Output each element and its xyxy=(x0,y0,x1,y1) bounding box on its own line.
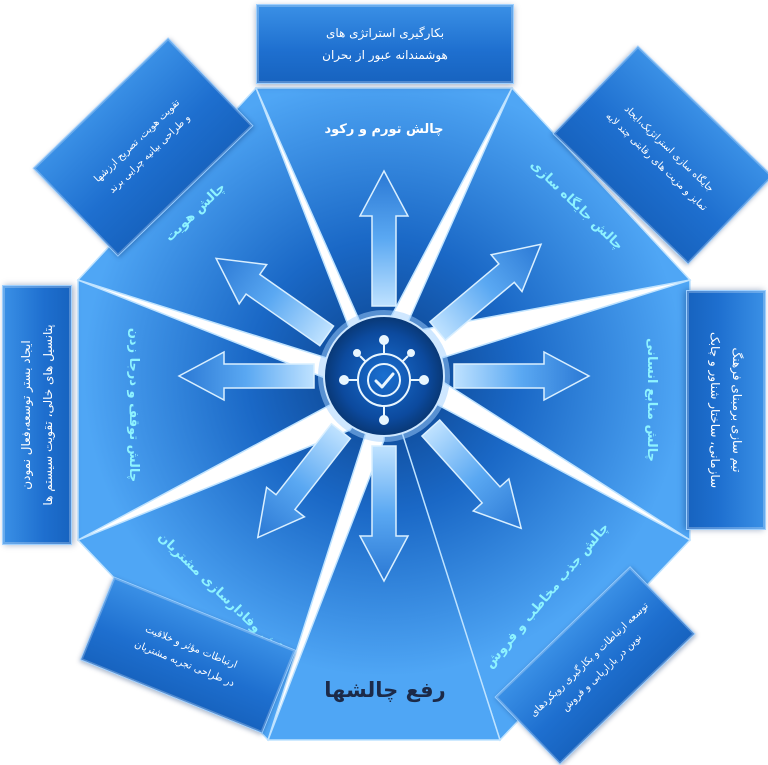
desc-line: بکارگیری استراتژی های xyxy=(325,26,445,40)
arrow-to-center-label xyxy=(358,445,410,583)
segment-title-hr: چالش منابع انسانی xyxy=(644,338,659,462)
desc-box-inflation: بکارگیری استراتژی های هوشمندانه عبور از ب… xyxy=(256,4,514,84)
segment-title-stagnation: چالش توقف و درجا زدن xyxy=(126,328,141,482)
desc-line: هوشمندانه عبور از بحران xyxy=(322,48,448,62)
arrow-identity xyxy=(214,257,335,347)
arrow-positioning xyxy=(428,243,543,342)
arrow-stagnation xyxy=(177,350,315,402)
arrow-hr xyxy=(453,350,591,402)
desc-line: سازمانی، ساختار شناور و چابک xyxy=(708,331,722,489)
center-hub xyxy=(318,310,450,442)
desc-line: تیم سازی برمبنای فرهنگ xyxy=(730,347,744,473)
arrow-acquisition xyxy=(420,418,523,530)
segment-title-inflation: چالش تورم و رکود xyxy=(324,122,443,137)
desc-line: پتانسیل های خالی، تقویت سیستم ها xyxy=(41,324,55,506)
badge-check-gear-icon xyxy=(339,335,429,425)
desc-box-stagnation: ایجاد بستر توسعه،فعال نمودن پتانسیل های خ… xyxy=(2,285,72,545)
desc-box-hr: تیم سازی برمبنای فرهنگ سازمانی، ساختار شن… xyxy=(686,290,766,530)
arrow-loyalty xyxy=(256,422,352,539)
center-label: رفع چالشها xyxy=(324,678,446,702)
desc-line: ایجاد بستر توسعه،فعال نمودن xyxy=(19,340,33,490)
arrow-inflation xyxy=(358,169,410,307)
